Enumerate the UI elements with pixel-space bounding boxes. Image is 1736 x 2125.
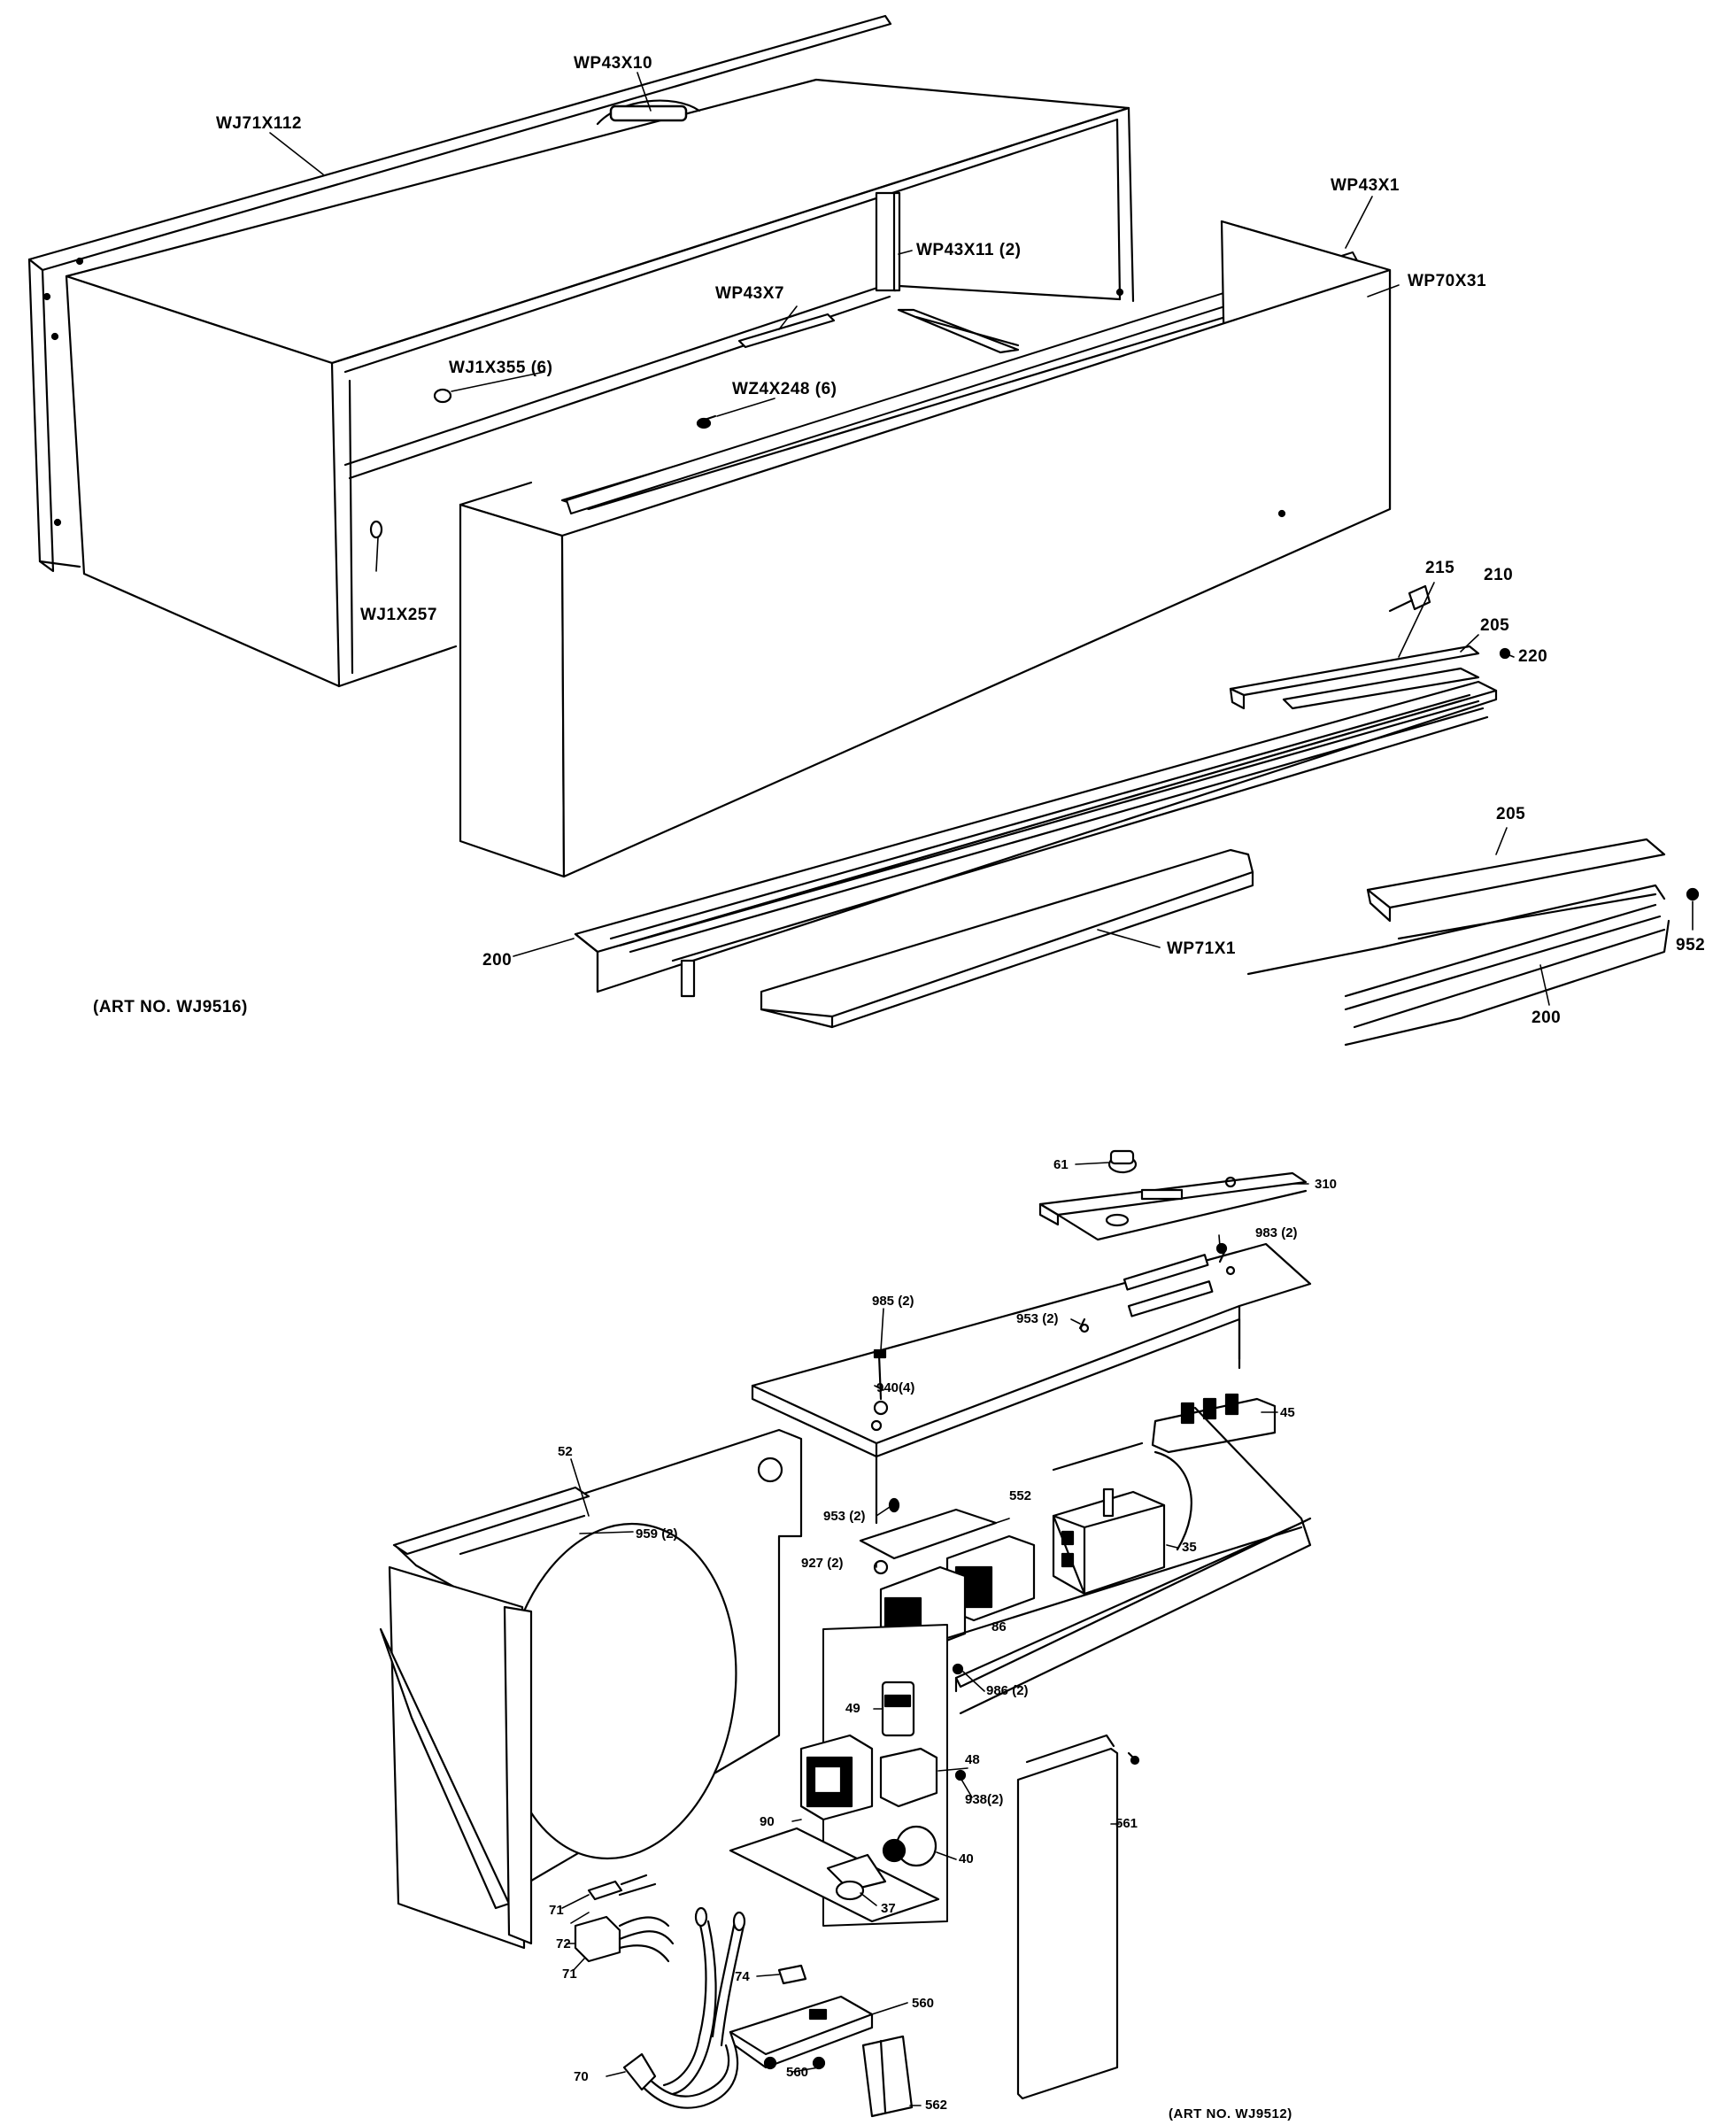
label-953-lower: 953 (2) <box>823 1509 866 1524</box>
label-wp43x7: WP43X7 <box>715 284 784 303</box>
label-wj1x355: WJ1X355 (6) <box>449 359 553 377</box>
leader-lines-bottom <box>561 1162 1309 2106</box>
label-560-upper: 560 <box>912 1996 935 2011</box>
small-fasteners-bottom <box>873 1242 1228 1781</box>
bracket-560-562 <box>729 1964 914 2118</box>
label-220: 220 <box>1518 647 1548 666</box>
label-wp43x11: WP43X11 (2) <box>916 241 1022 259</box>
label-wp71x1: WP71X1 <box>1167 939 1236 958</box>
label-205-detail: 205 <box>1496 805 1526 823</box>
art-number-bottom: (ART NO. WJ9512) <box>1169 2106 1292 2121</box>
label-986: 986 (2) <box>986 1683 1029 1698</box>
control-box-housing <box>729 1526 1303 1927</box>
label-wj1x257: WJ1X257 <box>360 606 437 624</box>
label-40: 40 <box>959 1851 974 1866</box>
label-71-lower: 71 <box>562 1967 577 1982</box>
label-90: 90 <box>760 1814 775 1829</box>
label-70: 70 <box>574 2069 589 2084</box>
label-48: 48 <box>965 1752 980 1767</box>
label-86: 86 <box>991 1619 1007 1634</box>
label-200-detail: 200 <box>1532 1008 1562 1027</box>
label-215: 215 <box>1425 559 1455 577</box>
label-72: 72 <box>556 1936 571 1951</box>
label-983: 983 (2) <box>1255 1225 1298 1240</box>
wall-sleeve-assembly <box>27 14 1135 688</box>
fan-housing-52 <box>379 1428 803 1950</box>
label-wp70x31: WP70X31 <box>1408 272 1487 290</box>
label-205-top: 205 <box>1480 616 1510 635</box>
label-37: 37 <box>881 1901 896 1916</box>
label-wp43x10: WP43X10 <box>574 54 653 73</box>
label-wz4x248: WZ4X248 (6) <box>732 380 837 398</box>
label-45: 45 <box>1280 1405 1295 1420</box>
label-940: 940(4) <box>876 1380 915 1395</box>
label-35: 35 <box>1182 1540 1197 1555</box>
control-mounting-plate <box>751 1242 1312 1525</box>
label-49: 49 <box>845 1701 860 1716</box>
label-952: 952 <box>1676 936 1706 954</box>
wiring-harness <box>574 1874 746 2109</box>
air-grille-assembly <box>574 584 1700 1047</box>
thermostat-35 <box>1052 1441 1192 1596</box>
label-200: 200 <box>482 951 513 970</box>
label-74: 74 <box>735 1969 750 1984</box>
label-210: 210 <box>1484 566 1514 584</box>
label-310: 310 <box>1315 1177 1338 1192</box>
art-number-top: (ART NO. WJ9516) <box>93 998 248 1016</box>
label-552: 552 <box>1009 1488 1032 1503</box>
label-61: 61 <box>1053 1157 1069 1172</box>
label-71-upper: 71 <box>549 1903 564 1918</box>
label-wp43x1: WP43X1 <box>1331 176 1400 195</box>
access-cover-561 <box>1016 1734 1140 2100</box>
control-panel-cover <box>1038 1149 1308 1241</box>
label-562: 562 <box>925 2098 948 2113</box>
label-953-upper: 953 (2) <box>1016 1311 1059 1326</box>
label-959: 959 (2) <box>636 1526 678 1542</box>
label-938: 938(2) <box>965 1792 1004 1807</box>
label-927: 927 (2) <box>801 1556 844 1571</box>
terminal-block <box>1151 1393 1277 1454</box>
label-560-lower: 560 <box>786 2065 809 2080</box>
cabinet-front-panel <box>459 220 1392 878</box>
label-wj71x112: WJ71X112 <box>216 114 302 133</box>
label-52: 52 <box>558 1444 573 1459</box>
base-pan <box>954 1406 1312 1715</box>
label-985: 985 (2) <box>872 1294 914 1309</box>
label-561: 561 <box>1115 1816 1138 1831</box>
leader-lines-top <box>269 72 1694 1006</box>
